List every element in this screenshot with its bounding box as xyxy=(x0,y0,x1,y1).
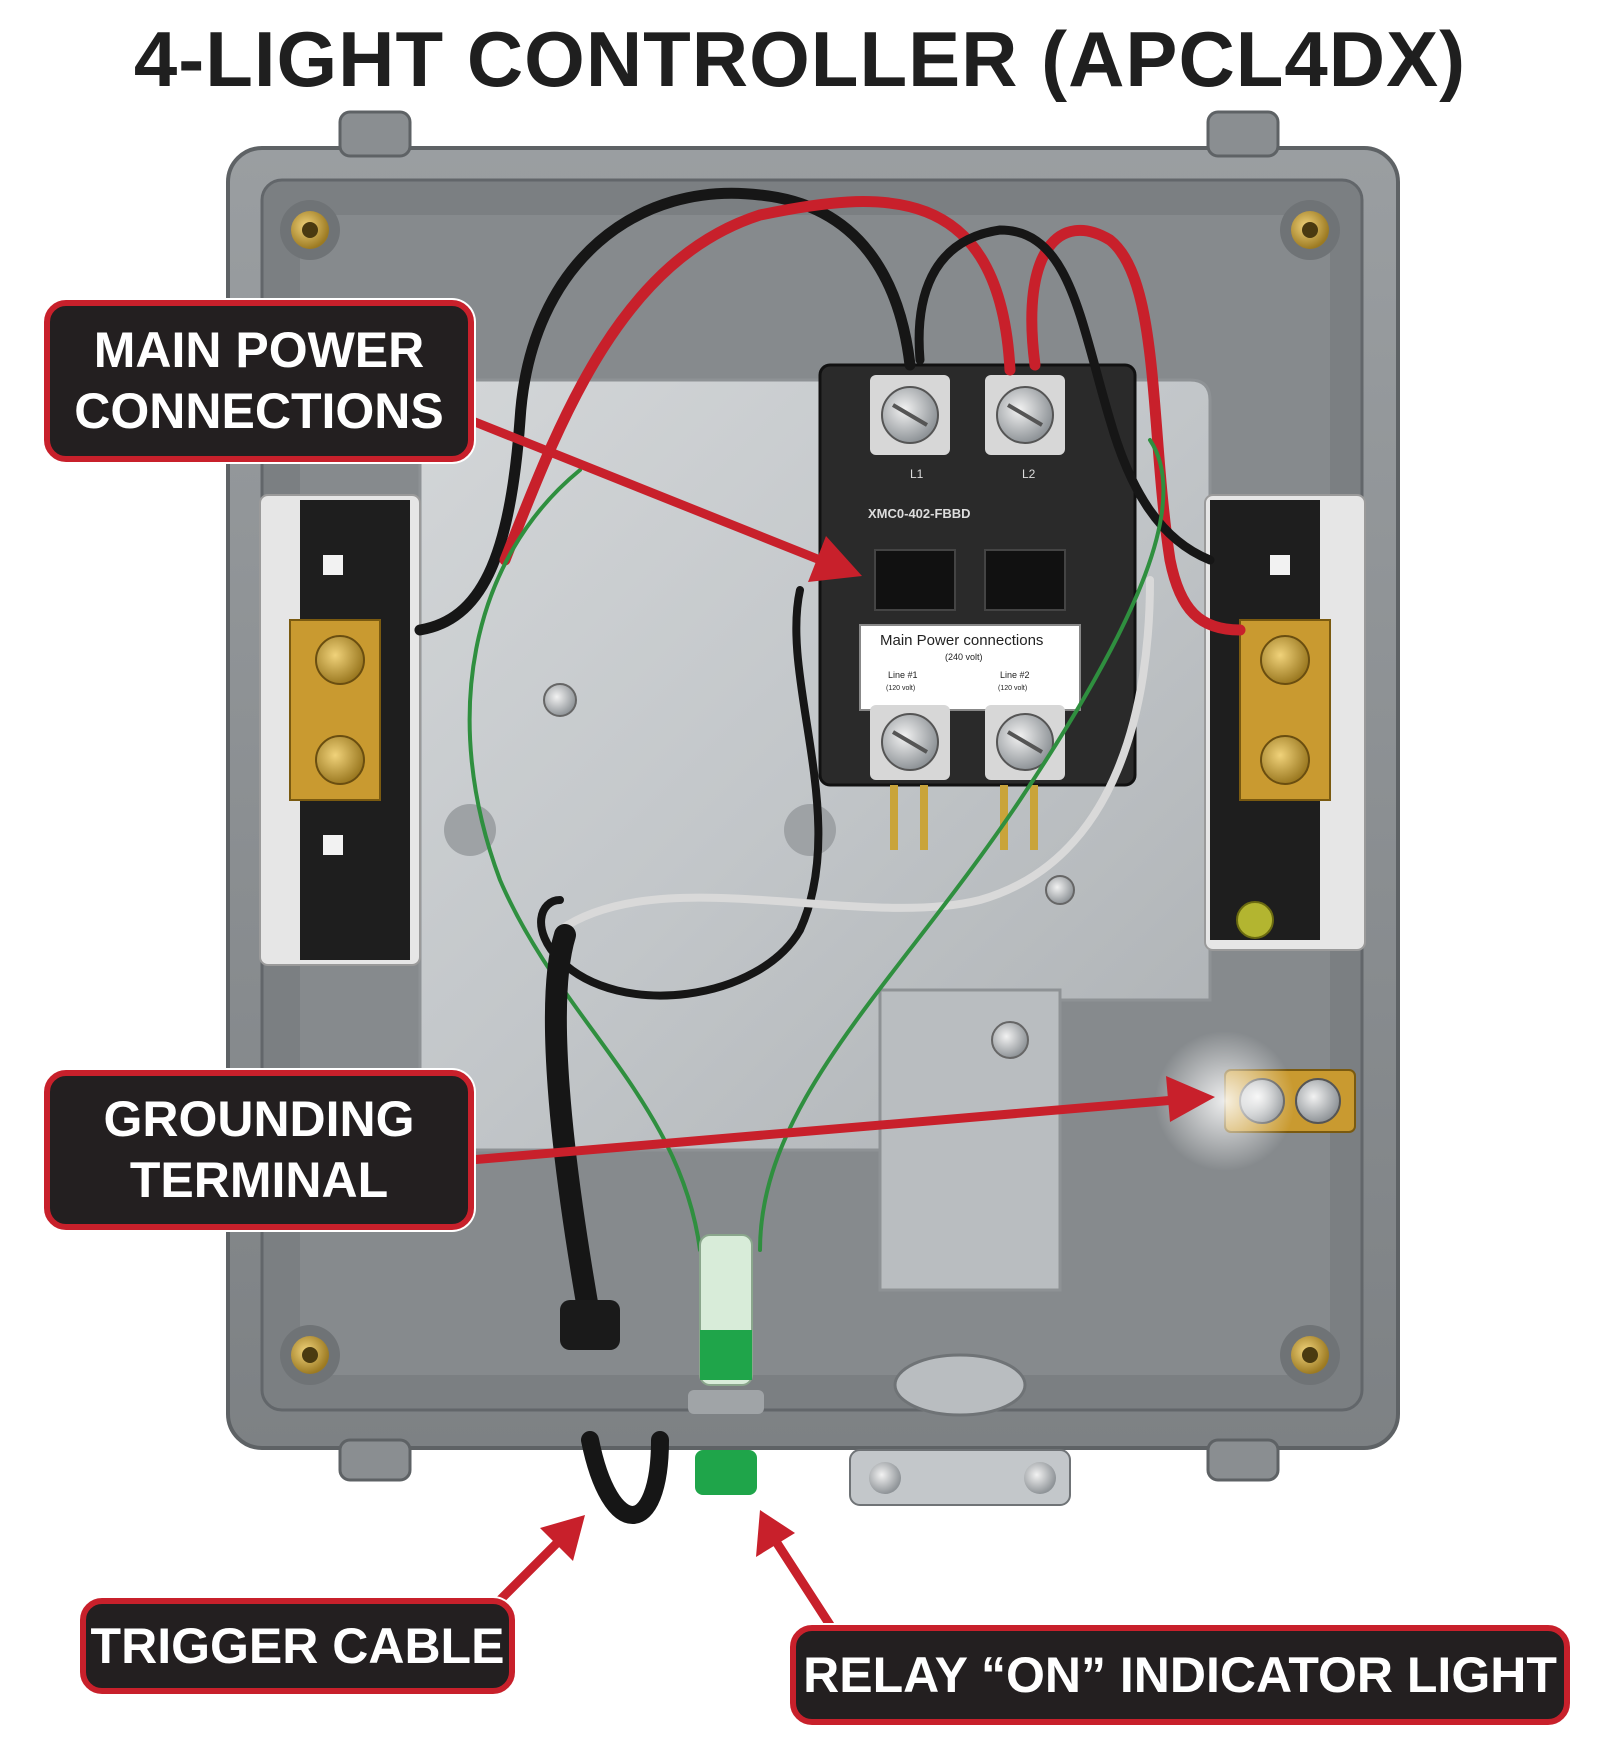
callout-grounding-terminal: GROUNDING TERMINAL xyxy=(44,1070,474,1230)
callout-grounding-line2: TERMINAL xyxy=(129,1152,389,1208)
page-title: 4-LIGHT CONTROLLER (APCL4DX) xyxy=(133,15,1467,103)
left-terminal-block xyxy=(259,494,421,966)
corner-screws xyxy=(280,200,1340,1385)
callout-trigger-text: TRIGGER CABLE xyxy=(90,1617,505,1674)
right-terminal-block xyxy=(1204,494,1366,951)
callout-relay-text: RELAY “ON” INDICATOR LIGHT xyxy=(803,1646,1557,1703)
label-line1: Line #1 xyxy=(888,670,918,680)
callout-main-power-line2: CONNECTIONS xyxy=(74,383,444,439)
callout-main-power-connections: MAIN POWER CONNECTIONS xyxy=(44,300,474,462)
contactor-terminal-l1: L1 xyxy=(910,467,924,481)
label-line2: Line #2 xyxy=(1000,670,1030,680)
label-sub: (240 volt) xyxy=(945,652,983,662)
trigger-cable-grommet xyxy=(560,1300,620,1350)
callout-arrows xyxy=(465,415,1215,1630)
grounding-terminal xyxy=(1155,1031,1356,1171)
label-line1-volt: (120 volt) xyxy=(886,685,915,692)
contactor-relay xyxy=(818,363,1137,850)
conduit-fitting xyxy=(849,1353,1071,1506)
callout-relay-indicator-light: RELAY “ON” INDICATOR LIGHT xyxy=(790,1625,1570,1725)
contactor-model: XMC0-402-FBBD xyxy=(868,506,971,521)
callout-main-power-line1: MAIN POWER xyxy=(93,322,425,378)
indicator-light xyxy=(688,1234,764,1495)
contactor-terminal-l2: L2 xyxy=(1022,467,1036,481)
label-line2-volt: (120 volt) xyxy=(998,685,1027,692)
label-heading: Main Power connections xyxy=(880,632,1043,649)
callout-trigger-cable: TRIGGER CABLE xyxy=(80,1598,515,1694)
wiring xyxy=(414,187,1246,1524)
callout-grounding-line1: GROUNDING xyxy=(103,1091,415,1147)
